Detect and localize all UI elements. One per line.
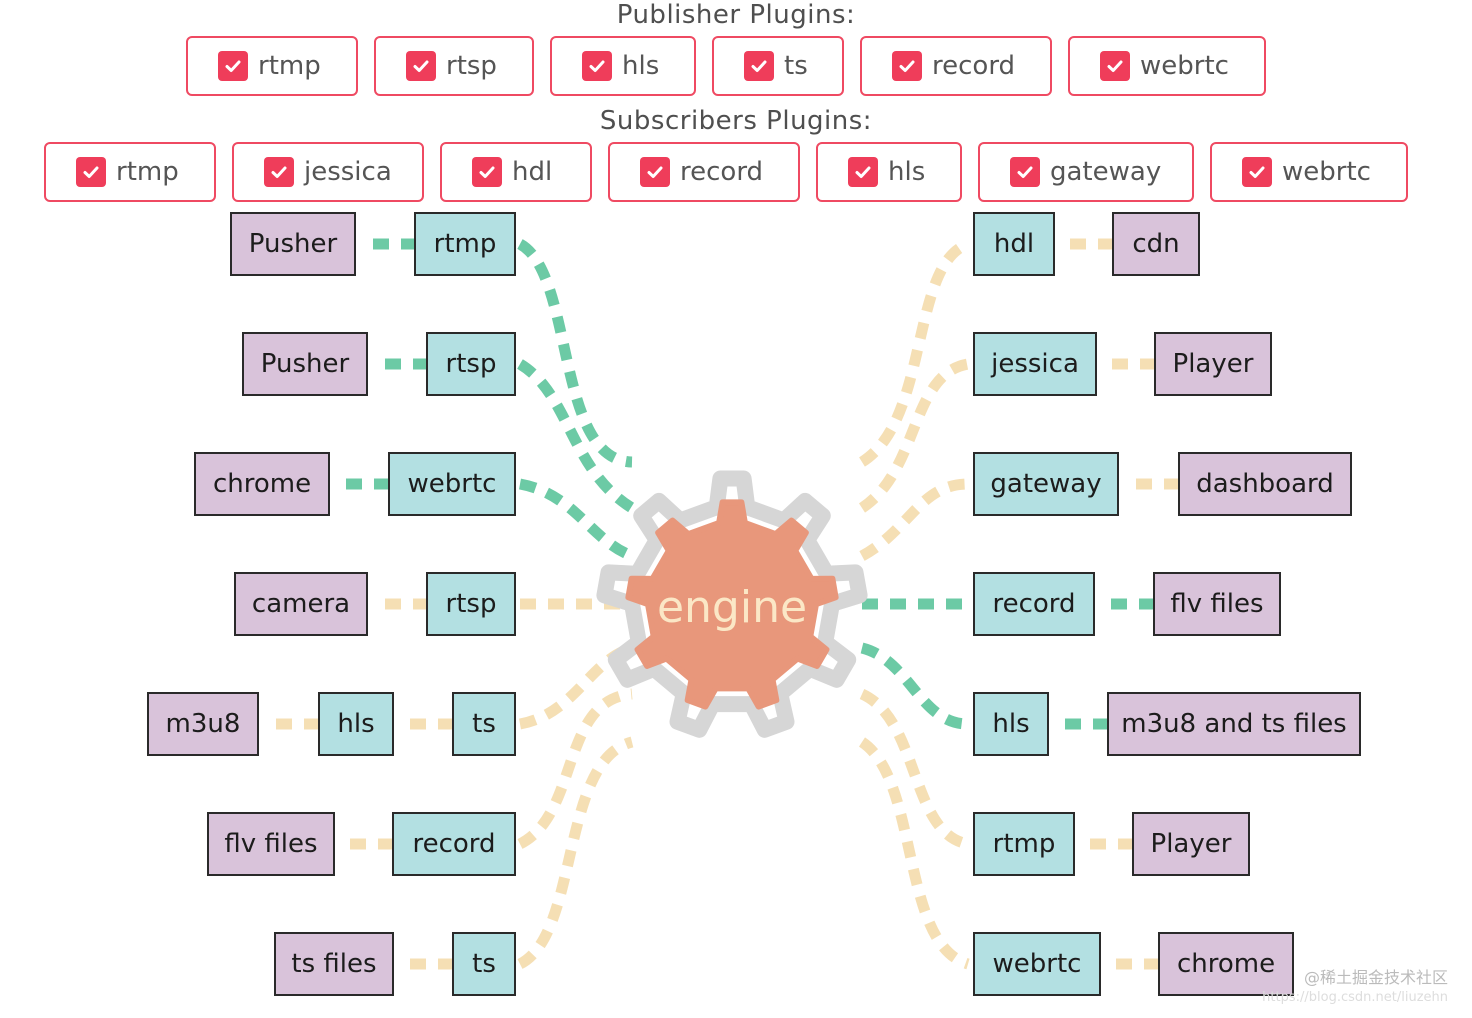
publisher-plugin-rtmp[interactable]: rtmp [186, 36, 358, 96]
source-node: camera [234, 572, 368, 636]
subscriber-node-hls: hls [973, 692, 1049, 756]
publisher-title: Publisher Plugins: [616, 0, 856, 30]
link-rtsp-engine [516, 359, 635, 513]
subscriber-plugin-rtmp[interactable]: rtmp [44, 142, 216, 202]
subscriber-plugin-jessica[interactable]: jessica [232, 142, 424, 202]
link-engine-gateway [859, 478, 969, 561]
subscriber-plugin-hdl[interactable]: hdl [440, 142, 592, 202]
subscriber-plugin-hls[interactable]: hls [816, 142, 962, 202]
link-record-engine [517, 688, 633, 849]
subscriber-node-gateway: gateway [973, 452, 1119, 516]
checkbox-checked-icon[interactable] [640, 157, 670, 187]
link-engine-rtmp [859, 688, 970, 850]
link-webrtc-engine [518, 478, 635, 562]
plugin-label: webrtc [1140, 51, 1229, 81]
plugin-label: record [932, 51, 1016, 81]
publisher-plugin-ts[interactable]: ts [712, 36, 844, 96]
checkbox-checked-icon[interactable] [1100, 51, 1130, 81]
publisher-plugin-record[interactable]: record [860, 36, 1052, 96]
subscriber-plugin-record[interactable]: record [608, 142, 800, 202]
link-engine-webrtc [858, 737, 971, 970]
publisher-node-rtmp: rtmp [414, 212, 516, 276]
subscriber-node-record: record [973, 572, 1095, 636]
source-node: Pusher [230, 212, 356, 276]
target-node: chrome [1158, 932, 1294, 996]
publisher-plugin-rtsp[interactable]: rtsp [374, 36, 534, 96]
link-tsfiles-engine [517, 736, 634, 969]
plugin-label: rtsp [446, 51, 497, 81]
subscriber-plugin-gateway[interactable]: gateway [978, 142, 1194, 202]
subscriber-node-hdl: hdl [973, 212, 1055, 276]
watermark-url: https://blog.csdn.net/liuzehn [1262, 990, 1448, 1005]
source-node: flv files [207, 812, 335, 876]
plugin-label: record [680, 157, 764, 187]
checkbox-checked-icon[interactable] [1010, 157, 1040, 187]
publisher-plugin-webrtc[interactable]: webrtc [1068, 36, 1266, 96]
plugin-label: hls [888, 157, 926, 187]
publisher-plugin-hls[interactable]: hls [550, 36, 696, 96]
source-node: ts files [274, 932, 394, 996]
checkbox-checked-icon[interactable] [406, 51, 436, 81]
publisher-node-ts: ts [452, 932, 516, 996]
watermark-text: @稀土掘金技术社区 [1303, 968, 1448, 987]
publisher-node-record: record [392, 812, 516, 876]
link-engine-jessica [858, 358, 970, 513]
target-node: dashboard [1178, 452, 1352, 516]
plugin-label: rtmp [258, 51, 321, 81]
checkbox-checked-icon[interactable] [264, 157, 294, 187]
checkbox-checked-icon[interactable] [1242, 157, 1272, 187]
subscriber-plugin-webrtc[interactable]: webrtc [1210, 142, 1408, 202]
plugin-label: hls [622, 51, 660, 81]
link-engine-hls [860, 642, 969, 730]
checkbox-checked-icon[interactable] [582, 51, 612, 81]
plugin-label: ts [784, 51, 808, 81]
watermark: @稀土掘金技术社区 https://blog.csdn.net/liuzehn [1262, 968, 1448, 1008]
target-node: flv files [1153, 572, 1281, 636]
publisher-node-webrtc: webrtc [388, 452, 516, 516]
subscriber-node-rtmp: rtmp [973, 812, 1075, 876]
publisher-node-hls: hls [318, 692, 394, 756]
source-node: m3u8 [147, 692, 259, 756]
link-engine-hdl [858, 238, 971, 467]
link-rtmp-engine [516, 239, 633, 468]
source-node: Pusher [242, 332, 368, 396]
checkbox-checked-icon[interactable] [744, 51, 774, 81]
target-node: Player [1132, 812, 1250, 876]
plugin-label: webrtc [1282, 157, 1371, 187]
subscriber-title: Subscribers Plugins: [599, 106, 873, 136]
plugin-label: gateway [1050, 157, 1162, 187]
publisher-node-ts: ts [452, 692, 516, 756]
plugin-label: hdl [512, 157, 553, 187]
checkbox-checked-icon[interactable] [848, 157, 878, 187]
checkbox-checked-icon[interactable] [892, 51, 922, 81]
plugin-label: rtmp [116, 157, 179, 187]
target-node: m3u8 and ts files [1107, 692, 1361, 756]
engine-label: engine [657, 582, 807, 633]
target-node: cdn [1112, 212, 1200, 276]
checkbox-checked-icon[interactable] [76, 157, 106, 187]
engine-core-icon [625, 499, 839, 710]
checkbox-checked-icon[interactable] [218, 51, 248, 81]
publisher-node-rtsp: rtsp [426, 332, 516, 396]
publisher-node-rtsp: rtsp [426, 572, 516, 636]
source-node: chrome [194, 452, 330, 516]
subscriber-node-webrtc: webrtc [973, 932, 1101, 996]
target-node: Player [1154, 332, 1272, 396]
subscriber-node-jessica: jessica [973, 332, 1097, 396]
checkbox-checked-icon[interactable] [472, 157, 502, 187]
plugin-label: jessica [304, 157, 392, 187]
